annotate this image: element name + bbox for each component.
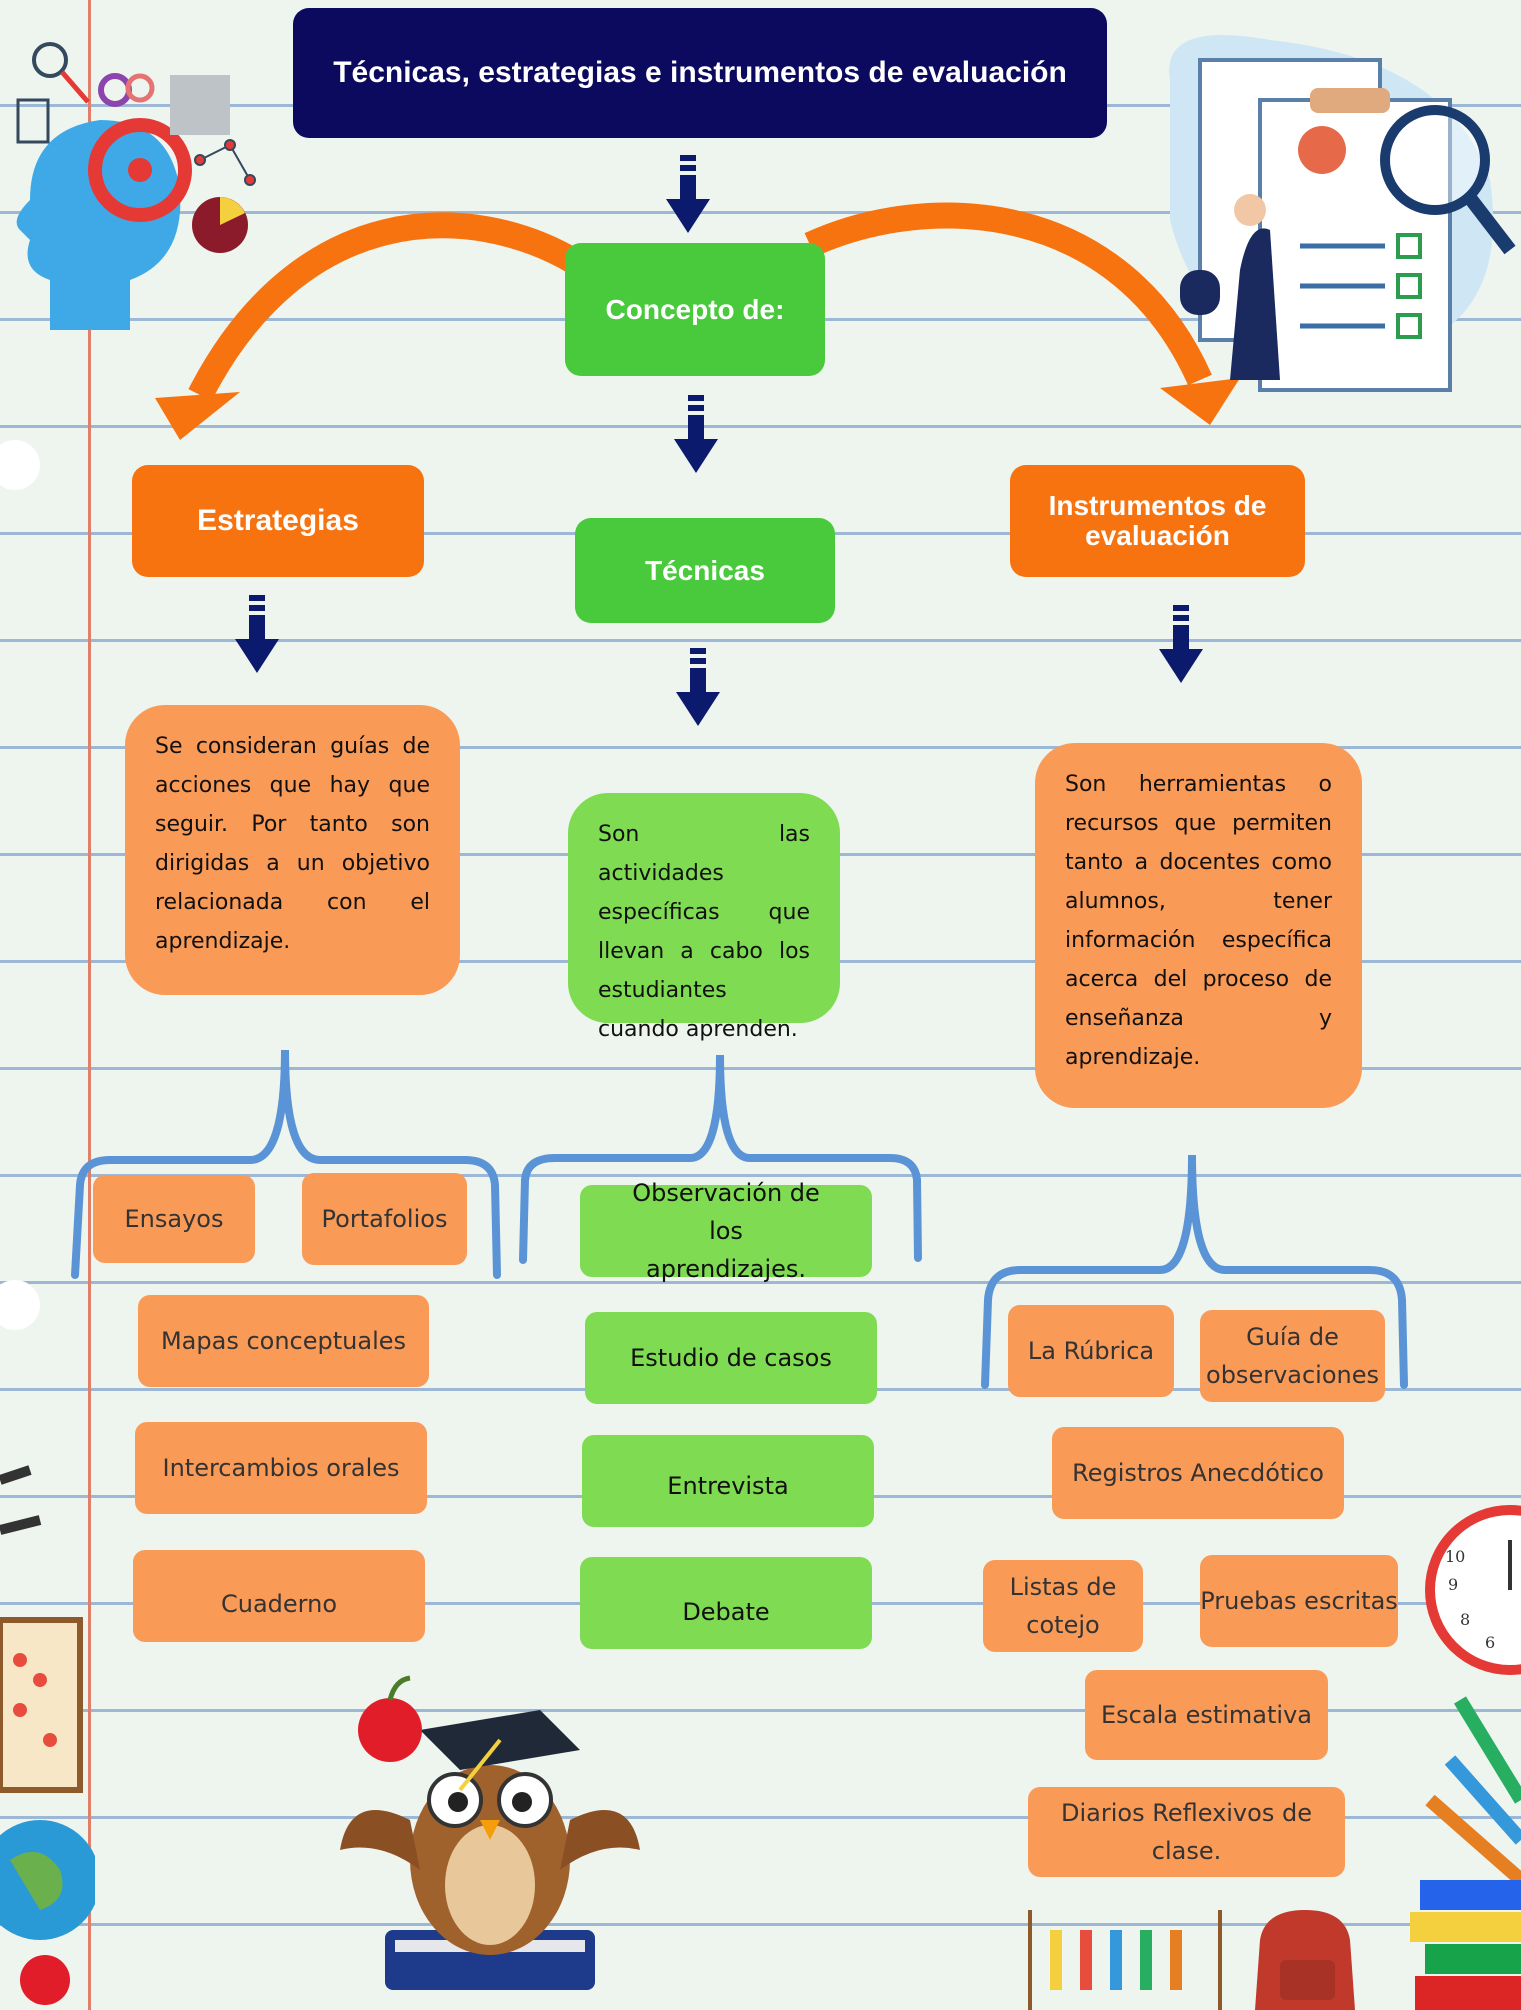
- technique-item: Estudio de casos: [585, 1312, 877, 1404]
- brace-instruments: [981, 1154, 1408, 1389]
- curved-arrow-right: [804, 202, 1212, 386]
- technique-item: Debate: [580, 1557, 872, 1649]
- down-arrow-icon: [1159, 605, 1203, 683]
- abacus-icon: [0, 1465, 95, 2005]
- owl-graduate-icon: [340, 1675, 640, 1990]
- apple-icon: [20, 1955, 70, 2005]
- instrument-item: Escala estimativa: [1085, 1670, 1328, 1760]
- abacus-icon: [1028, 1910, 1222, 2010]
- techniques-header: Técnicas: [575, 518, 835, 623]
- svg-text:6: 6: [1485, 1633, 1495, 1652]
- strategy-item: Ensayos: [93, 1175, 255, 1263]
- books-icon: [1410, 1880, 1521, 2010]
- curved-arrow-left: [188, 212, 582, 401]
- binder-hole: [0, 1280, 40, 1330]
- strategy-item: Portafolios: [302, 1173, 467, 1265]
- technique-item: Entrevista: [582, 1435, 874, 1527]
- concept-box: Concepto de:: [565, 243, 825, 376]
- down-arrow-icon: [666, 155, 710, 233]
- down-arrow-icon: [235, 595, 279, 673]
- strategy-item: Mapas conceptuales: [138, 1295, 429, 1387]
- instrument-item: Listas de cotejo: [983, 1560, 1143, 1652]
- instrument-item: Diarios Reflexivos de clase.: [1028, 1787, 1345, 1877]
- svg-text:10: 10: [1445, 1547, 1465, 1566]
- page-title: Técnicas, estrategias e instrumentos de …: [293, 8, 1107, 138]
- wall-clock-icon: 10 986: [1425, 1505, 1521, 1675]
- instruments-header: Instrumentos de evaluación: [1010, 465, 1305, 577]
- down-arrow-icon: [674, 395, 718, 473]
- instrument-item: La Rúbrica: [1008, 1305, 1174, 1397]
- instrument-item: Registros Anecdótico: [1052, 1427, 1344, 1519]
- instrument-item: Guía de observaciones: [1200, 1310, 1385, 1402]
- strategy-item: Intercambios orales: [135, 1422, 427, 1514]
- head-gears-icon: [16, 42, 256, 330]
- techniques-description: Son las actividades específicas que llev…: [568, 793, 840, 1042]
- strategies-description: Se consideran guías de acciones que hay …: [125, 705, 460, 995]
- brace-strategies: [71, 1049, 501, 1279]
- instrument-item: Pruebas escritas: [1200, 1555, 1398, 1647]
- technique-item: Observación de los aprendizajes.: [580, 1179, 872, 1283]
- binder-hole: [0, 440, 40, 490]
- notebook-margin-line: [88, 0, 91, 2010]
- down-arrow-icon: [676, 648, 720, 726]
- instruments-description: Son herramientas o recursos que permiten…: [1035, 743, 1362, 1108]
- pencils-icon: [1410, 1696, 1521, 2010]
- strategy-item: Cuaderno: [133, 1550, 425, 1642]
- svg-text:9: 9: [1448, 1575, 1458, 1594]
- strategies-header: Estrategias: [132, 465, 424, 577]
- backpack-icon: [1255, 1910, 1355, 2010]
- clipboard-checklist-icon: [1169, 35, 1516, 392]
- svg-text:8: 8: [1460, 1610, 1470, 1629]
- brace-techniques: [519, 1054, 922, 1264]
